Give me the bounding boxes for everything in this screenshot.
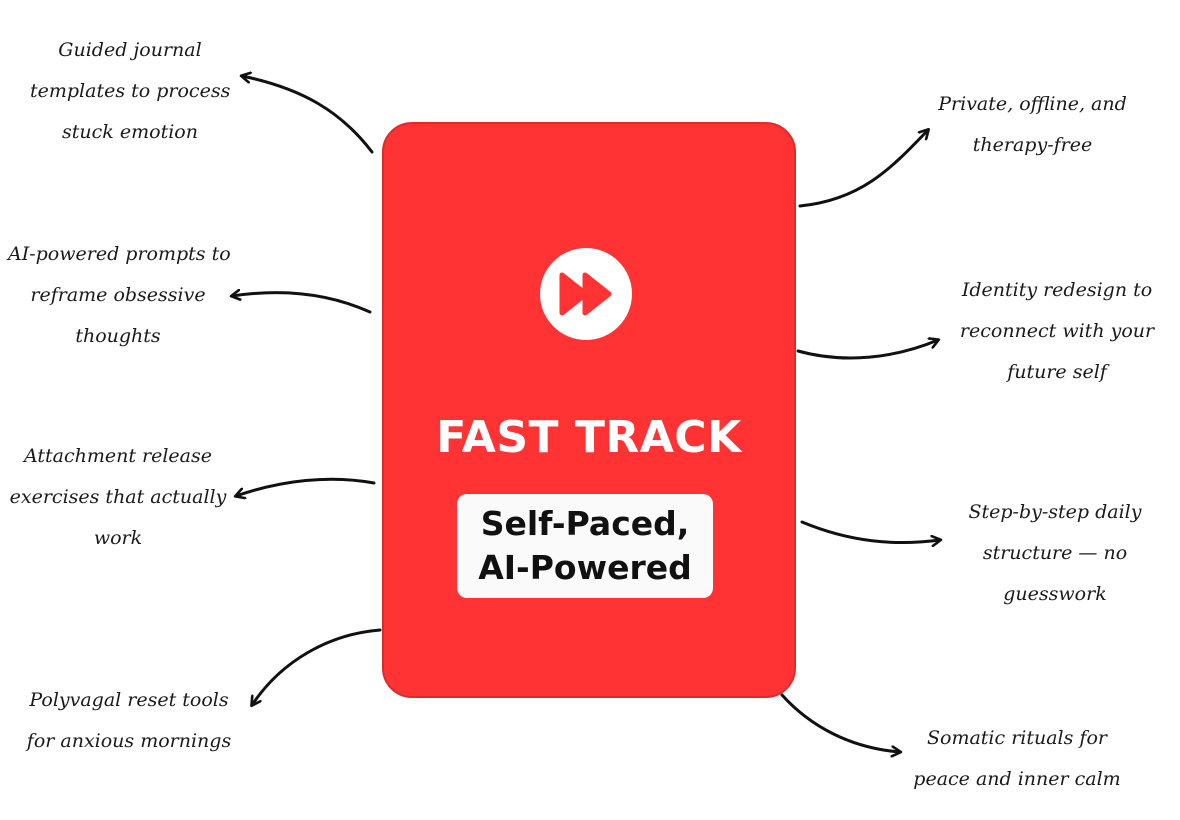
note-line: Guided journal <box>58 39 202 61</box>
note-line: future self <box>1007 361 1107 383</box>
note-line: reframe obsessive <box>30 284 206 306</box>
note-line: AI-powered prompts to <box>8 243 231 265</box>
note-line: exercises that actually <box>9 486 227 508</box>
note-guided-journal: Guided journal templates to process stuc… <box>30 30 230 153</box>
note-line: work <box>93 527 143 549</box>
note-line: Step-by-step daily <box>968 501 1142 523</box>
note-line: templates to process <box>30 80 231 102</box>
note-identity-redesign: Identity redesign to reconnect with your… <box>952 270 1162 393</box>
note-line: Somatic rituals for <box>927 727 1107 749</box>
note-line: structure — no <box>982 542 1128 564</box>
card-title: FAST TRACK <box>436 412 742 463</box>
arrow-prompts <box>232 293 372 314</box>
note-step-by-step: Step-by-step daily structure — no guessw… <box>955 492 1155 615</box>
arrow-identity <box>796 340 938 360</box>
arrow-polyvagal <box>252 628 382 705</box>
note-private-offline: Private, offline, and therapy-free <box>930 84 1135 166</box>
note-line: reconnect with your <box>959 320 1155 342</box>
note-line: Polyvagal reset tools <box>29 689 229 711</box>
subtitle-line-1: Self-Paced, <box>480 504 690 543</box>
note-line: Attachment release <box>23 445 212 467</box>
subtitle-line-2: AI-Powered <box>478 548 692 587</box>
note-line: Private, offline, and <box>938 93 1127 115</box>
arrow-private <box>798 130 928 208</box>
subtitle-badge: Self-Paced, AI-Powered <box>457 494 713 598</box>
arrow-step <box>800 520 940 543</box>
note-line: for anxious mornings <box>26 730 232 752</box>
arrow-somatic <box>780 693 900 752</box>
note-polyvagal-reset: Polyvagal reset tools for anxious mornin… <box>24 680 234 762</box>
fast-forward-icon <box>540 248 632 340</box>
note-line: thoughts <box>75 325 161 347</box>
note-line: Identity redesign to <box>961 279 1153 301</box>
note-line: guesswork <box>1003 583 1107 605</box>
note-somatic-rituals: Somatic rituals for peace and inner calm <box>912 718 1122 800</box>
fast-track-card <box>382 122 796 698</box>
note-line: therapy-free <box>972 134 1093 156</box>
arrow-attachment <box>236 477 376 496</box>
note-attachment-release: Attachment release exercises that actual… <box>8 436 228 559</box>
note-ai-prompts: AI-powered prompts to reframe obsessive … <box>8 234 231 357</box>
note-line: peace and inner calm <box>913 768 1121 790</box>
note-line: stuck emotion <box>62 121 198 143</box>
arrow-journal <box>242 76 374 154</box>
